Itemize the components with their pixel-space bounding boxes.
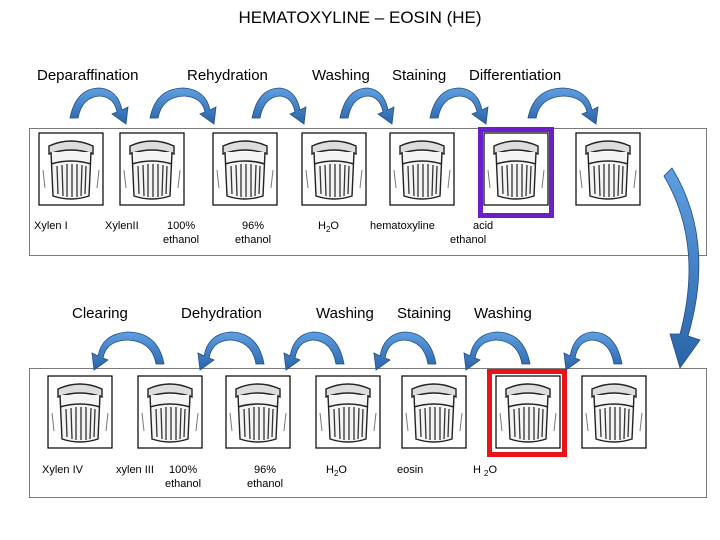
staining-jar-icon [46, 373, 114, 451]
step-deparaffination: Deparaffination [37, 67, 139, 84]
diagram-title: HEMATOXYLINE – EOSIN (HE) [238, 8, 482, 27]
staining-jar-icon [136, 373, 204, 451]
eosin-highlight-box [487, 369, 567, 457]
hematoxyline-highlight-box [478, 127, 554, 218]
arrow-icon [373, 331, 437, 371]
arrow-icon [69, 87, 129, 125]
label-xylen-iv: Xylen IV [42, 464, 83, 476]
staining-jar-icon [37, 130, 105, 208]
step-staining-2: Staining [397, 305, 452, 322]
label-xylen-ii: XylenII [105, 220, 139, 232]
label-h2o-3: H 2O [473, 464, 498, 479]
step-differentiation: Differentiation [469, 67, 562, 84]
staining-jar-icon [388, 130, 456, 208]
arrow-icon [429, 87, 489, 125]
arrow-icon [251, 87, 307, 125]
step-washing-3: Washing [474, 305, 532, 322]
staining-jar-icon [574, 130, 642, 208]
staining-jar-icon [400, 373, 468, 451]
arrow-icon [197, 331, 265, 371]
step-dehydration: Dehydration [181, 305, 262, 322]
arrow-icon [149, 87, 217, 125]
arrow-icon [463, 331, 531, 371]
label-96-ethanol: 96%ethanol [235, 220, 272, 246]
step-staining: Staining [392, 67, 447, 84]
arrow-icon [339, 87, 395, 125]
staining-jar-icon [314, 373, 382, 451]
step-rehydration: Rehydration [187, 67, 268, 84]
staining-jar-icon [482, 130, 550, 208]
step-washing-2: Washing [316, 305, 374, 322]
label-100-ethanol-2: 100%ethanol [165, 464, 202, 490]
step-washing: Washing [312, 67, 370, 84]
label-96-ethanol-2: 96%ethanol [247, 464, 284, 490]
arrow-icon [91, 331, 165, 371]
staining-jar-icon [211, 130, 279, 208]
label-xylen-i: Xylen I [34, 220, 68, 232]
staining-jar-icon [224, 373, 292, 451]
label-hematoxyline: hematoxyline [370, 220, 435, 232]
step-clearing: Clearing [72, 305, 128, 322]
arrow-icon [527, 87, 599, 125]
label-h2o: H2O [318, 220, 339, 235]
label-100-ethanol: 100%ethanol [163, 220, 200, 246]
staining-jar-icon [118, 130, 186, 208]
label-xylen-iii: xylen III [116, 464, 154, 476]
label-eosin: eosin [397, 464, 424, 476]
arrow-icon [563, 331, 623, 371]
label-h2o-2: H2O [326, 464, 347, 479]
staining-jar-icon [300, 130, 368, 208]
staining-jar-icon [580, 373, 648, 451]
arrow-icon [283, 331, 345, 371]
staining-jar-icon [494, 373, 562, 451]
